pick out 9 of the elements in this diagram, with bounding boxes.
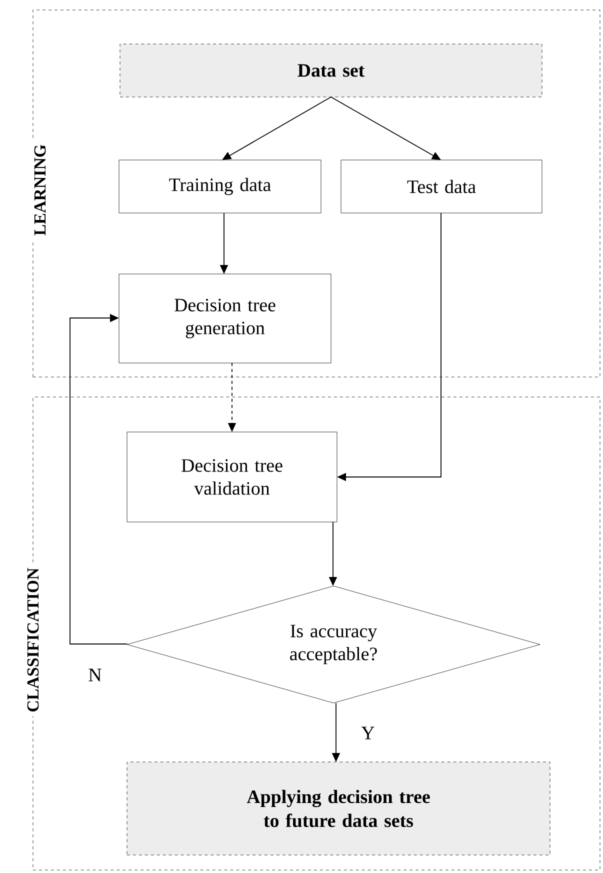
arrow — [70, 314, 128, 644]
highlight-box: Data set — [120, 44, 542, 98]
process-box: Test data — [340, 160, 542, 214]
process-box: Decision tree validation — [126, 432, 338, 522]
edge-label: Y — [360, 726, 376, 740]
process-box: Decision tree generation — [118, 274, 332, 364]
highlight-box: Applying decision tree to future data sets — [126, 762, 550, 856]
process-box: Training data — [118, 160, 322, 214]
edge-label: N — [87, 668, 103, 682]
